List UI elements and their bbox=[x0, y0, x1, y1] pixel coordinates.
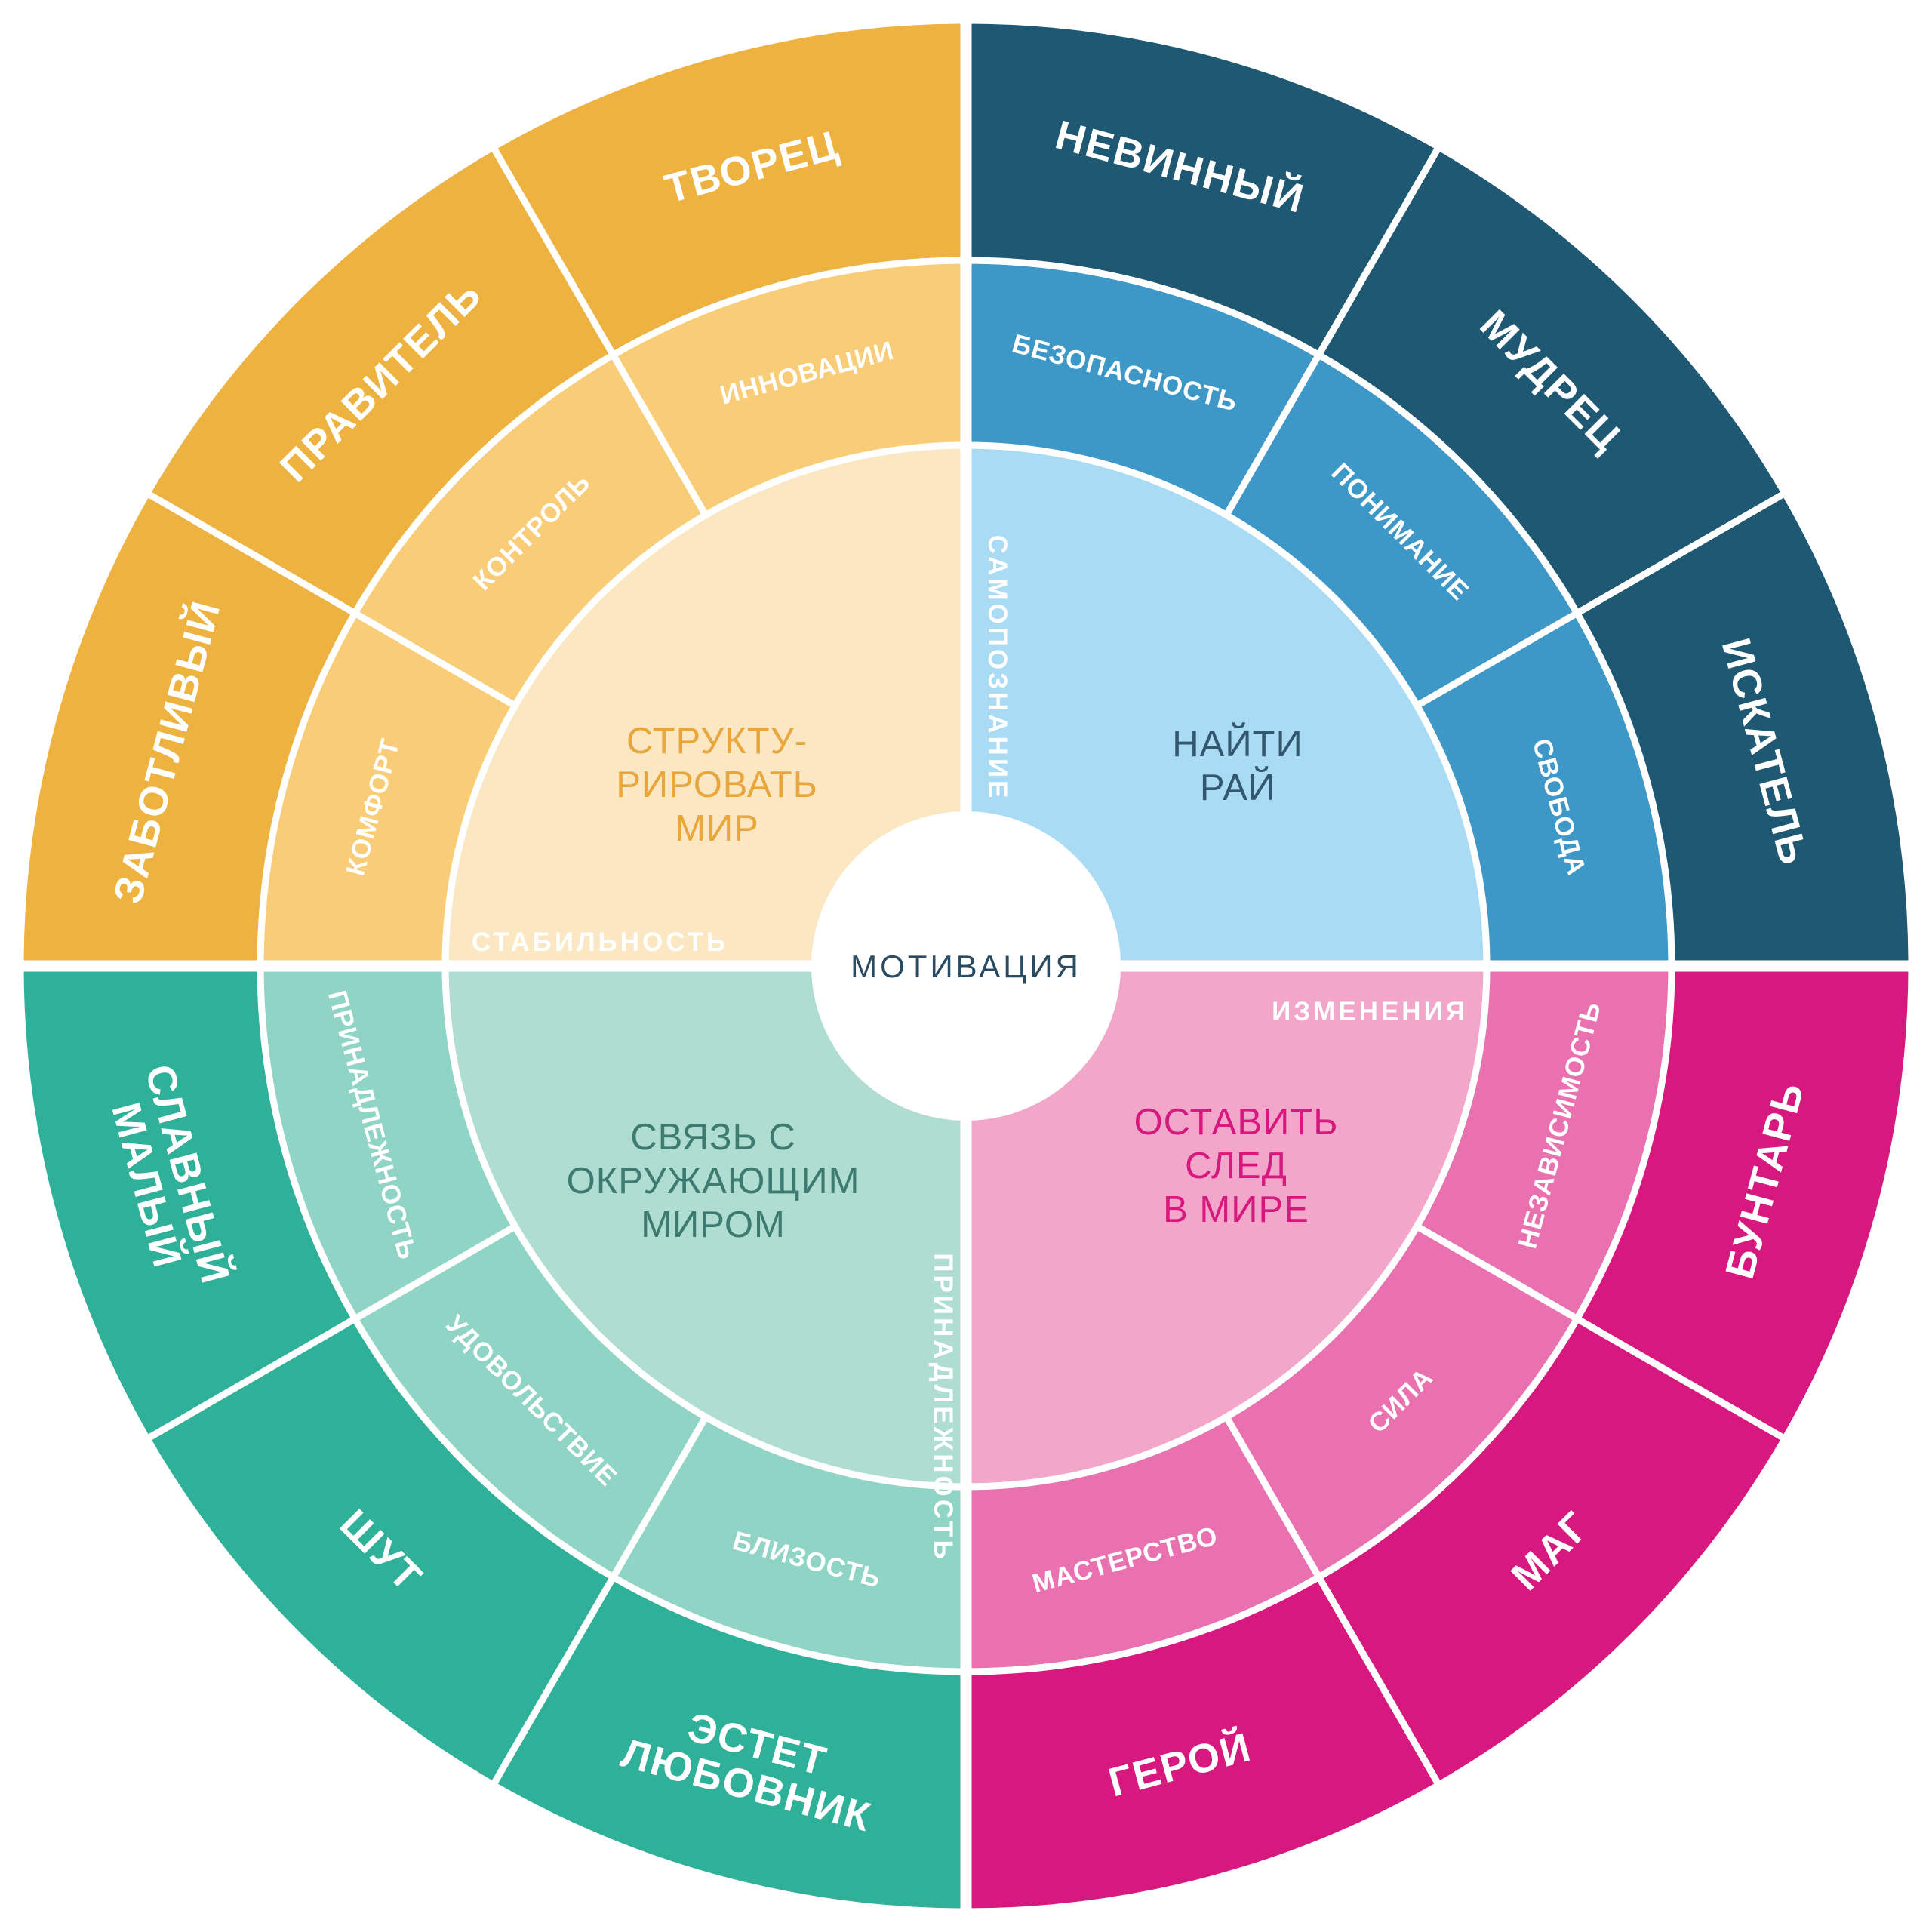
axis-label: САМОПОЗНАНИЕ bbox=[983, 535, 1013, 801]
center-label-line: МОТИВАЦИЯ bbox=[851, 949, 1081, 984]
axis-label-line: САМОПОЗНАНИЕ bbox=[983, 535, 1013, 801]
goal-label-line: НАЙТИ bbox=[1172, 723, 1303, 764]
axis-label: ИЗМЕНЕНИЯ bbox=[1272, 997, 1468, 1026]
center-circle bbox=[811, 811, 1121, 1121]
goal-label-line: СВЯЗЬ С bbox=[630, 1117, 796, 1158]
goal-label-line: МИР bbox=[675, 808, 759, 849]
axis-label-line: ПРИНАДЛЕЖНОСТЬ bbox=[929, 1253, 958, 1561]
goal-label-line: РАЙ bbox=[1200, 767, 1275, 808]
axis-label: ПРИНАДЛЕЖНОСТЬ bbox=[929, 1253, 958, 1561]
axis-label-line: СТАБИЛЬНОСТЬ bbox=[472, 928, 728, 957]
goal-label-line: РИРОВАТЬ bbox=[616, 764, 818, 805]
goal-label-line: МИРОМ bbox=[641, 1204, 786, 1245]
center-label: МОТИВАЦИЯ bbox=[851, 949, 1081, 984]
axis-label: СТАБИЛЬНОСТЬ bbox=[472, 928, 728, 957]
axis-label-line: ИЗМЕНЕНИЯ bbox=[1272, 997, 1468, 1026]
goal-label-line: ОСТАВИТЬ bbox=[1134, 1102, 1339, 1143]
goal-label-line: СТРУКТУ- bbox=[626, 721, 808, 761]
goal-label-line: СЛЕД bbox=[1185, 1146, 1287, 1186]
goal-label-line: В МИРЕ bbox=[1163, 1189, 1309, 1230]
goal-label-line: ОКРУЖАЮЩИМ bbox=[567, 1161, 860, 1201]
